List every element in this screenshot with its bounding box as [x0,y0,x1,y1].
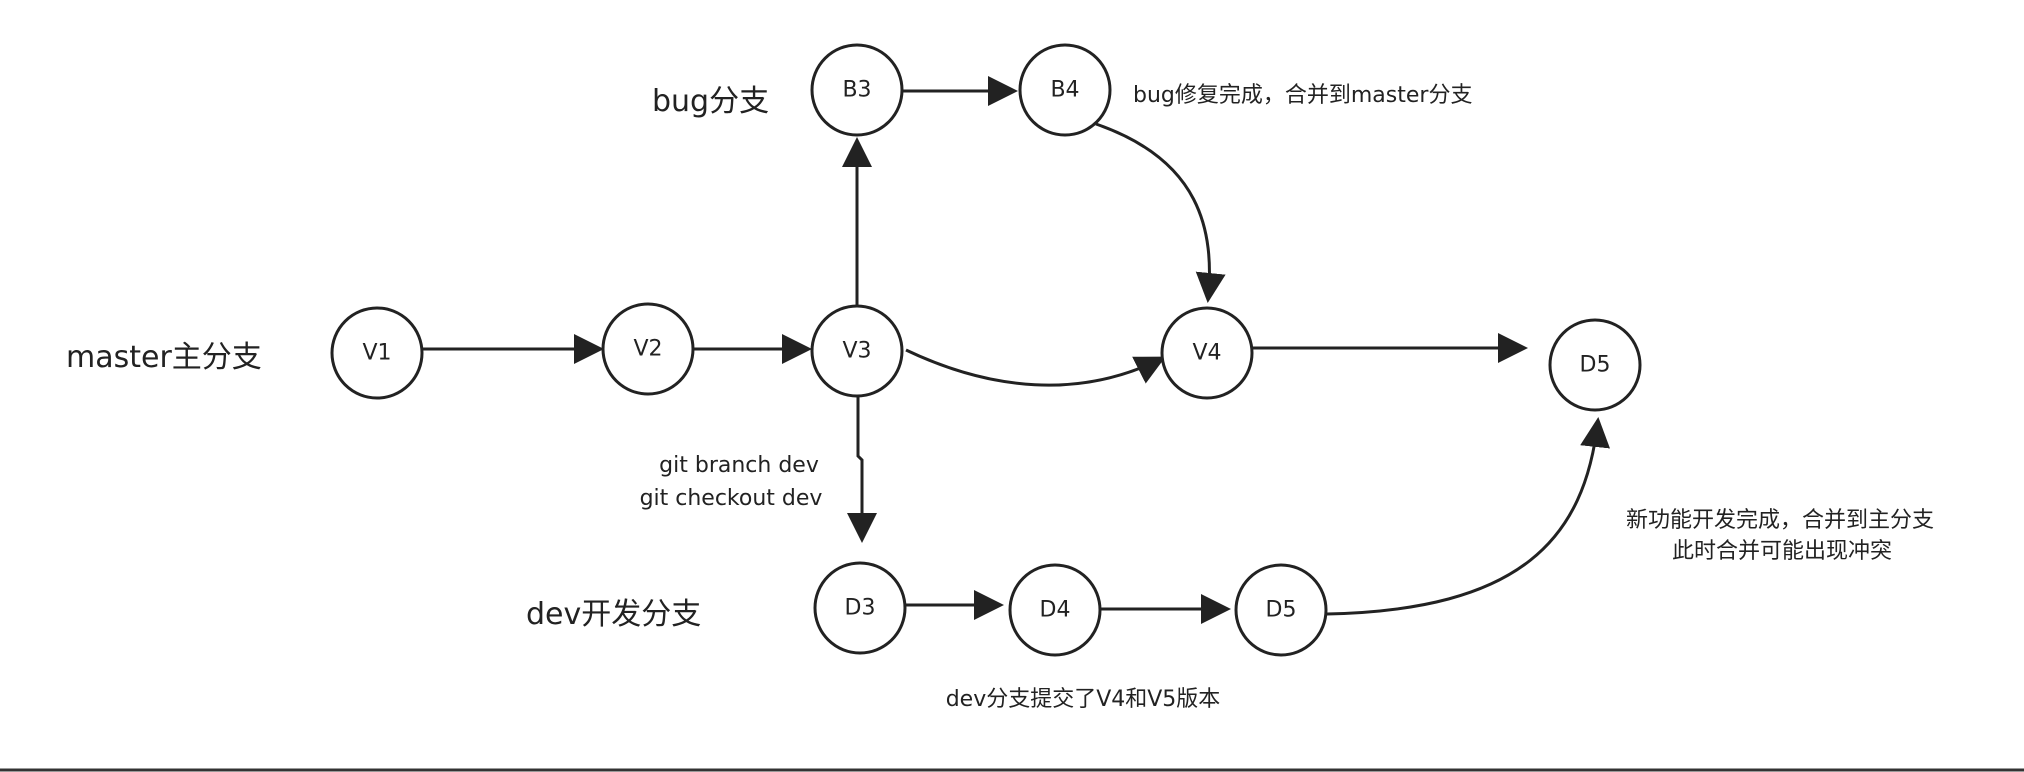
edge-b4-v4 [1095,122,1226,303]
commit-label: V2 [633,337,662,362]
commit-node-d4: D4 [1008,563,1102,657]
commit-label: V3 [842,339,871,364]
edge-v3-d3 [847,396,877,543]
commit-node-v2: V2 [601,302,695,396]
commit-label: D5 [1266,598,1297,623]
branch-label-dev: dev开发分支 [526,597,701,632]
commit-node-v4: V4 [1160,306,1254,400]
commit-label: D4 [1040,598,1071,623]
commit-node-d5-top: D5 [1548,318,1642,412]
note-merge-line-1: 新功能开发完成，合并到主分支 [1626,508,1934,533]
note-bug-fixed: bug修复完成，合并到master分支 [1133,83,1472,108]
note-merge-line-2: 此时合并可能出现冲突 [1672,539,1892,564]
note-dev-commits: dev分支提交了V4和V5版本 [946,687,1221,712]
commit-node-v1: V1 [330,306,424,400]
commit-node-b3: B3 [810,43,904,137]
commit-label: B3 [842,78,871,103]
commit-node-d3: D3 [813,561,907,655]
commit-label: D5 [1580,353,1611,378]
commit-label: B4 [1050,78,1079,103]
commit-label: V4 [1192,341,1221,366]
commit-node-v3: V3 [810,304,904,398]
branch-label-bug: bug分支 [652,84,769,119]
edge-v3-v4 [905,348,1166,387]
edges [422,76,1610,624]
edge-d5-bottom-d5-top [1326,417,1610,616]
commit-node-d5-bottom: D5 [1234,563,1328,657]
commit-label: D3 [845,596,876,621]
commit-node-b4: B4 [1018,43,1112,137]
branch-label-master: master主分支 [66,340,262,375]
note-git-branch-command: git branch dev [659,453,819,478]
note-git-checkout-command: git checkout dev [640,486,823,511]
commit-label: V1 [362,341,391,366]
